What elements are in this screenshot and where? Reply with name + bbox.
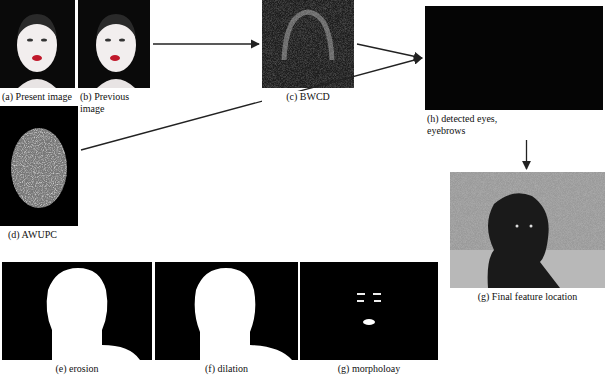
morphology-features [300,262,438,360]
image-panel: (g) morpholoay [300,262,438,375]
image-panel: (d) AWUPC [0,106,78,241]
awupc-map [0,106,78,226]
final-photo [450,172,605,288]
image-panel: (a) Present image [0,0,75,103]
panel-caption: (c) BWCD [262,91,354,103]
bwcd-map [262,0,354,88]
previous-face [78,0,150,88]
image-panel: (c) BWCD [262,0,354,103]
flow-arrow [526,140,527,169]
detected-eyes-image [425,6,603,110]
image-panel: (b) Previous image [78,0,150,115]
panel-caption: (g) morpholoay [300,363,438,375]
image-panel: (g) Final feature location [450,172,605,303]
flow-arrow [153,43,259,44]
panel-caption: (b) Previous image [78,91,150,115]
panel-caption: (f) dilation [155,363,298,375]
dilation-mask [155,262,298,360]
erosion-mask [2,262,152,360]
image-panel: (f) dilation [155,262,298,375]
panel-caption: (h) detected eyes, eyebrows [425,113,519,137]
panel-caption: (a) Present image [0,91,75,103]
image-panel: (e) erosion [2,262,152,375]
flow-arrow [357,44,422,58]
present-face [0,0,75,88]
panel-caption: (e) erosion [2,363,152,375]
panel-caption: (d) AWUPC [0,229,78,241]
image-panel: (h) detected eyes, eyebrows [425,6,603,137]
panel-caption: (g) Final feature location [478,291,578,303]
